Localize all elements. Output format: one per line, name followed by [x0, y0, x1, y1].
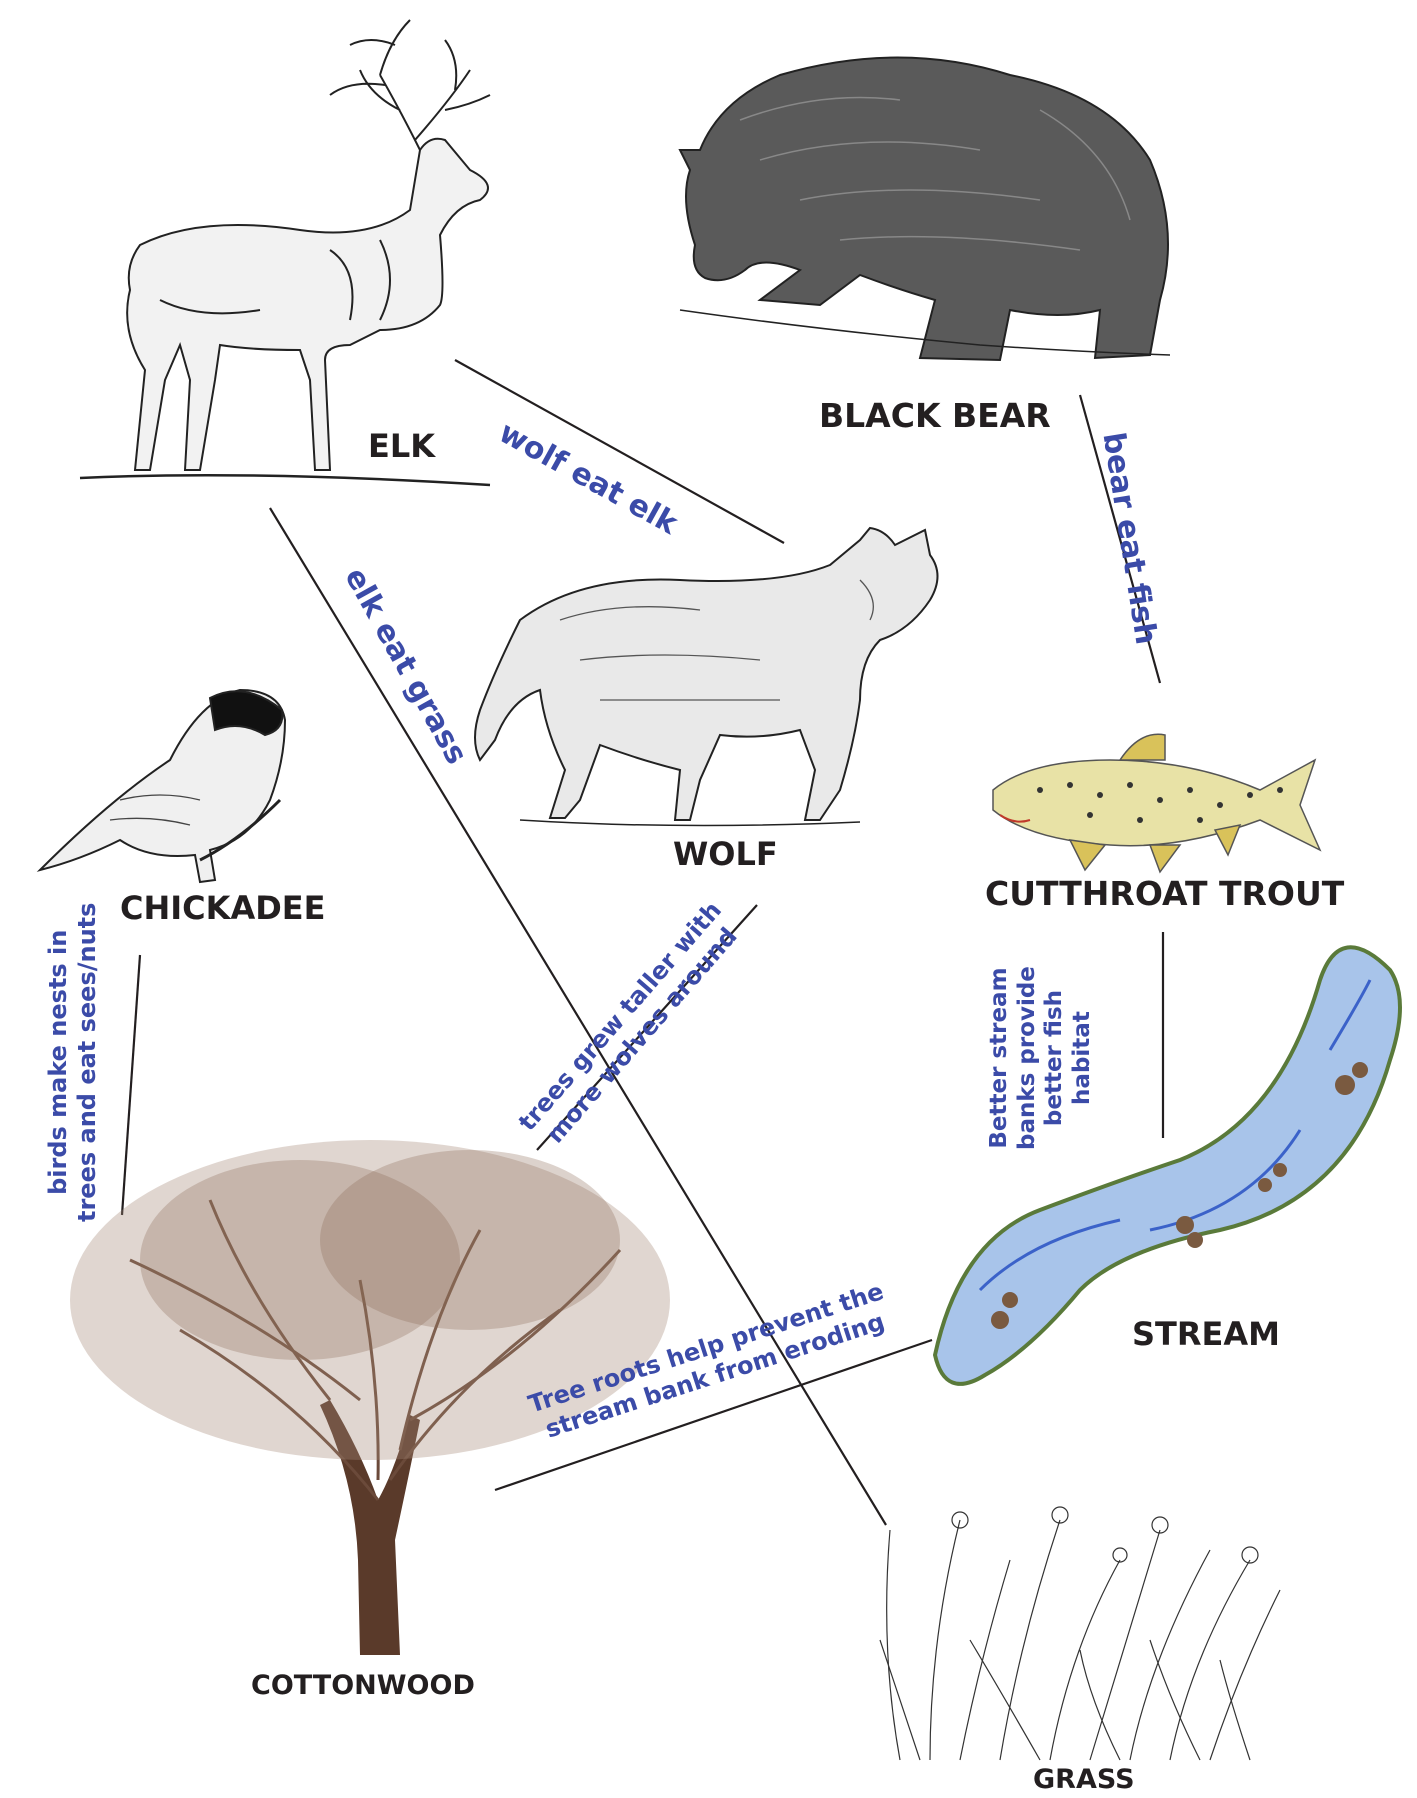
relation-stream-fish-line4: habitat: [1069, 966, 1097, 1150]
cutthroat-trout-illustration: [993, 734, 1320, 872]
elk-illustration: [80, 20, 490, 485]
edge-chickadee-cottonwood: [122, 955, 140, 1215]
chickadee-illustration: [40, 690, 285, 882]
label-stream: STREAM: [1132, 1315, 1280, 1353]
label-chickadee: CHICKADEE: [120, 889, 326, 927]
label-elk: ELK: [368, 427, 435, 465]
relation-stream-fish-line3: better fish: [1041, 966, 1069, 1150]
relation-stream-fish-line1: Better stream: [986, 966, 1014, 1150]
relation-stream-fish-line2: banks provide: [1014, 966, 1042, 1150]
label-grass: GRASS: [1033, 1764, 1135, 1795]
relation-birds-trees-line1: birds make nests in: [44, 903, 73, 1222]
label-black-bear: BLACK BEAR: [819, 396, 1051, 435]
relation-stream-fish: Better stream banks provide better fish …: [986, 966, 1096, 1150]
label-cutthroat-trout: CUTTHROAT TROUT: [985, 874, 1344, 913]
black-bear-illustration: [680, 58, 1170, 361]
relation-birds-trees-line2: trees and eat sees/nuts: [73, 903, 102, 1222]
wolf-illustration: [475, 528, 938, 826]
label-cottonwood: COTTONWOOD: [251, 1670, 475, 1701]
grass-illustration: [880, 1507, 1280, 1760]
label-wolf: WOLF: [673, 835, 778, 873]
relation-birds-trees: birds make nests in trees and eat sees/n…: [44, 903, 102, 1222]
